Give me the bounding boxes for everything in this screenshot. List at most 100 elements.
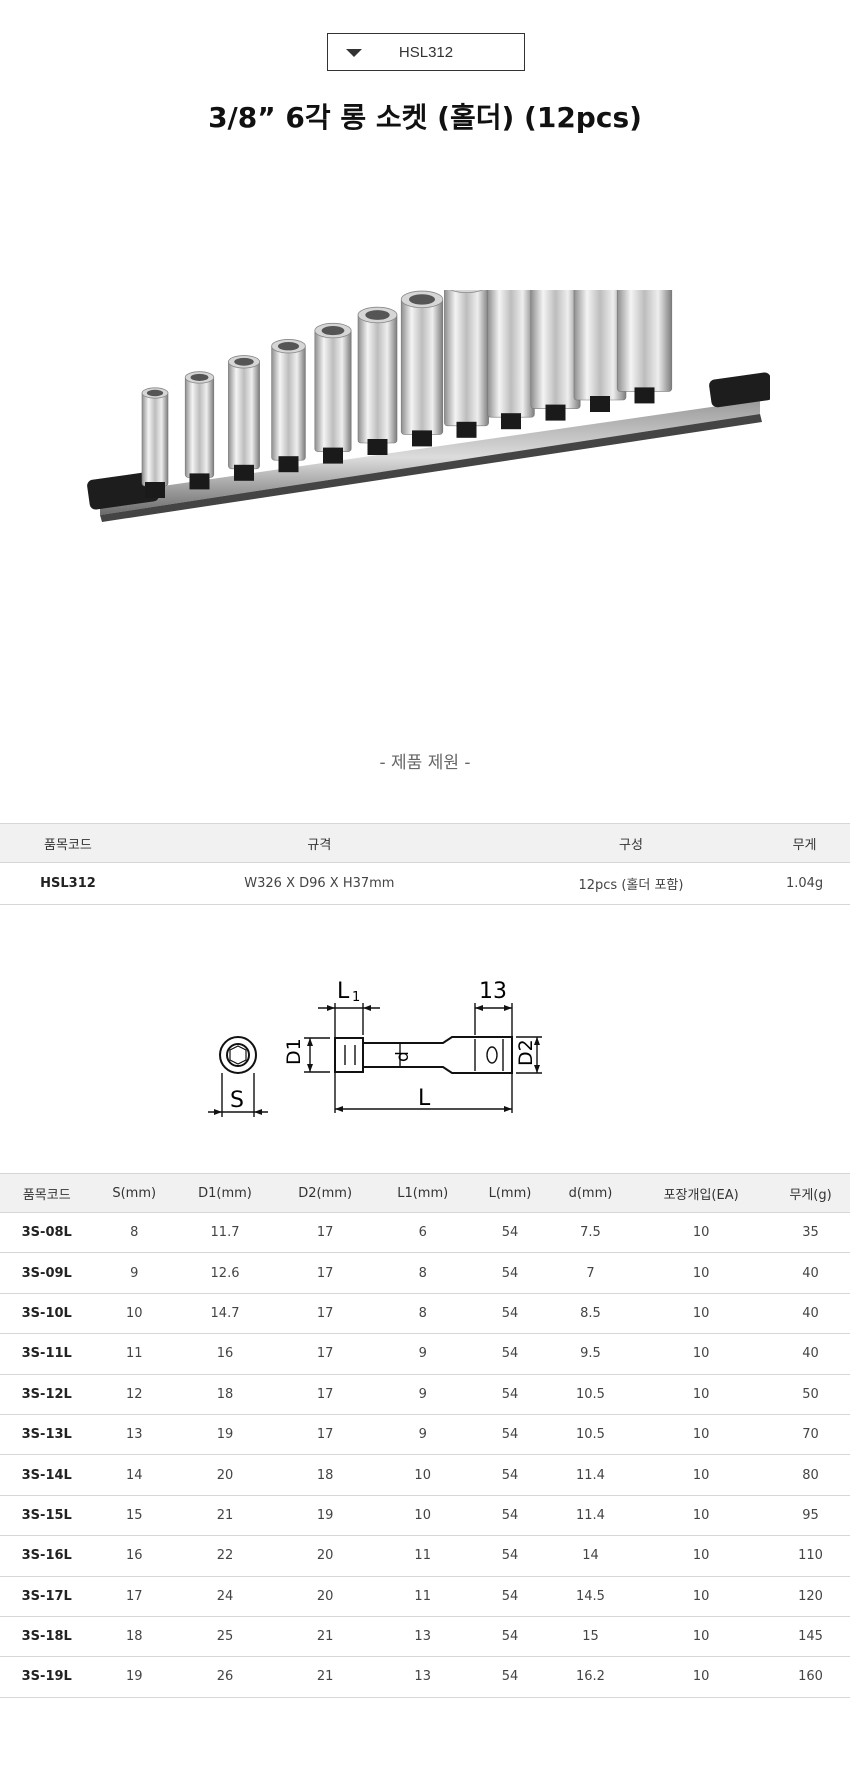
- table-cell: 7.5: [549, 1212, 632, 1254]
- table-cell: W326 X D96 X H37mm: [135, 862, 503, 905]
- socket: [184, 375, 215, 478]
- socket: [400, 297, 444, 435]
- socket-opening: [449, 290, 484, 294]
- table-cell: 54: [470, 1576, 550, 1617]
- table-cell: 6: [375, 1212, 471, 1254]
- dimension-diagram: L 1 13 D1 d D2 L S: [208, 979, 542, 1117]
- label-d2: D2: [515, 1039, 537, 1066]
- item-code-cell: 3S-19L: [0, 1656, 94, 1698]
- table-cell: 10: [631, 1454, 772, 1496]
- holder-clip: [145, 482, 165, 498]
- table-cell: 10: [631, 1576, 772, 1617]
- socket: [228, 359, 260, 470]
- table-cell: 54: [470, 1535, 550, 1577]
- table-cell: 10: [631, 1293, 772, 1335]
- item-code-cell: 3S-09L: [0, 1252, 94, 1294]
- column-header: S(mm): [93, 1173, 175, 1213]
- column-header: 무게: [759, 823, 850, 863]
- model-selector[interactable]: HSL312: [327, 33, 525, 71]
- section-label: - 제품 제원 -: [379, 753, 471, 773]
- table-cell: 25: [174, 1616, 276, 1658]
- table-cell: 26: [174, 1656, 276, 1698]
- table-cell: 11.4: [549, 1454, 632, 1496]
- table-cell: 54: [470, 1656, 550, 1698]
- table-cell: 20: [174, 1454, 276, 1496]
- holder-clip: [590, 396, 610, 412]
- table-cell: 17: [275, 1212, 376, 1254]
- item-code-cell: 3S-15L: [0, 1495, 94, 1537]
- column-header: d(mm): [549, 1173, 632, 1213]
- column-header: D1(mm): [174, 1173, 276, 1213]
- table-cell: 13: [375, 1616, 471, 1658]
- table-cell: 19: [93, 1656, 175, 1698]
- table-cell: 22: [174, 1535, 276, 1577]
- label-l1-sub: 1: [352, 990, 360, 1005]
- table-cell: 8.5: [549, 1293, 632, 1335]
- socket: [141, 390, 169, 487]
- label-l: L: [418, 1086, 431, 1111]
- column-header: L1(mm): [375, 1173, 471, 1213]
- table-cell: 10: [631, 1252, 772, 1294]
- table-cell: 40: [771, 1293, 850, 1335]
- table-cell: 10: [375, 1495, 471, 1537]
- table-cell: 17: [275, 1374, 376, 1415]
- table-cell: 54: [470, 1252, 550, 1294]
- table-cell: 54: [470, 1333, 550, 1375]
- holder-clip: [634, 387, 655, 404]
- socket: [314, 328, 352, 452]
- holder-clip: [545, 404, 566, 421]
- table-cell: 10: [631, 1495, 772, 1537]
- table-cell: 54: [470, 1414, 550, 1456]
- table-cell: 18: [93, 1616, 175, 1658]
- table-cell: 19: [174, 1414, 276, 1456]
- table-cell: 15: [93, 1495, 175, 1537]
- table-cell: 120: [771, 1576, 850, 1617]
- table-cell: 54: [470, 1454, 550, 1496]
- table-cell: 11.4: [549, 1495, 632, 1537]
- column-header: D2(mm): [275, 1173, 376, 1213]
- socket: [530, 290, 581, 409]
- selector-value: HSL312: [398, 43, 454, 61]
- table-cell: 160: [771, 1656, 850, 1698]
- table-cell: 14: [93, 1454, 175, 1496]
- table-cell: 145: [771, 1616, 850, 1658]
- table-cell: 14.5: [549, 1576, 632, 1617]
- socket-hex-hole: [277, 341, 300, 351]
- item-code-cell: 3S-11L: [0, 1333, 94, 1375]
- socket-hex-hole: [146, 389, 164, 397]
- column-header: 품목코드: [0, 823, 136, 863]
- item-code-cell: HSL312: [0, 862, 136, 905]
- table-cell: 10: [631, 1414, 772, 1456]
- label-l1: L: [337, 979, 350, 1004]
- item-code-cell: 3S-08L: [0, 1212, 94, 1254]
- table-cell: 110: [771, 1535, 850, 1577]
- table-cell: 11: [93, 1333, 175, 1375]
- table-cell: 40: [771, 1252, 850, 1294]
- table-cell: 54: [470, 1212, 550, 1254]
- table-cell: 14.7: [174, 1293, 276, 1335]
- table-cell: 13: [375, 1656, 471, 1698]
- table-cell: 10: [631, 1374, 772, 1415]
- table-cell: 7: [549, 1252, 632, 1294]
- table-cell: 9: [375, 1333, 471, 1375]
- table-cell: 12: [93, 1374, 175, 1415]
- table-cell: 9.5: [549, 1333, 632, 1375]
- socket-hex-hole: [234, 357, 254, 366]
- product-image: [87, 290, 770, 522]
- item-code-cell: 3S-17L: [0, 1576, 94, 1617]
- table-cell: 21: [174, 1495, 276, 1537]
- table-cell: 16: [174, 1333, 276, 1375]
- table-cell: 10: [93, 1293, 175, 1335]
- socket: [357, 312, 398, 444]
- table-cell: 14: [549, 1535, 632, 1577]
- socket: [616, 290, 673, 392]
- table-cell: 16.2: [549, 1656, 632, 1698]
